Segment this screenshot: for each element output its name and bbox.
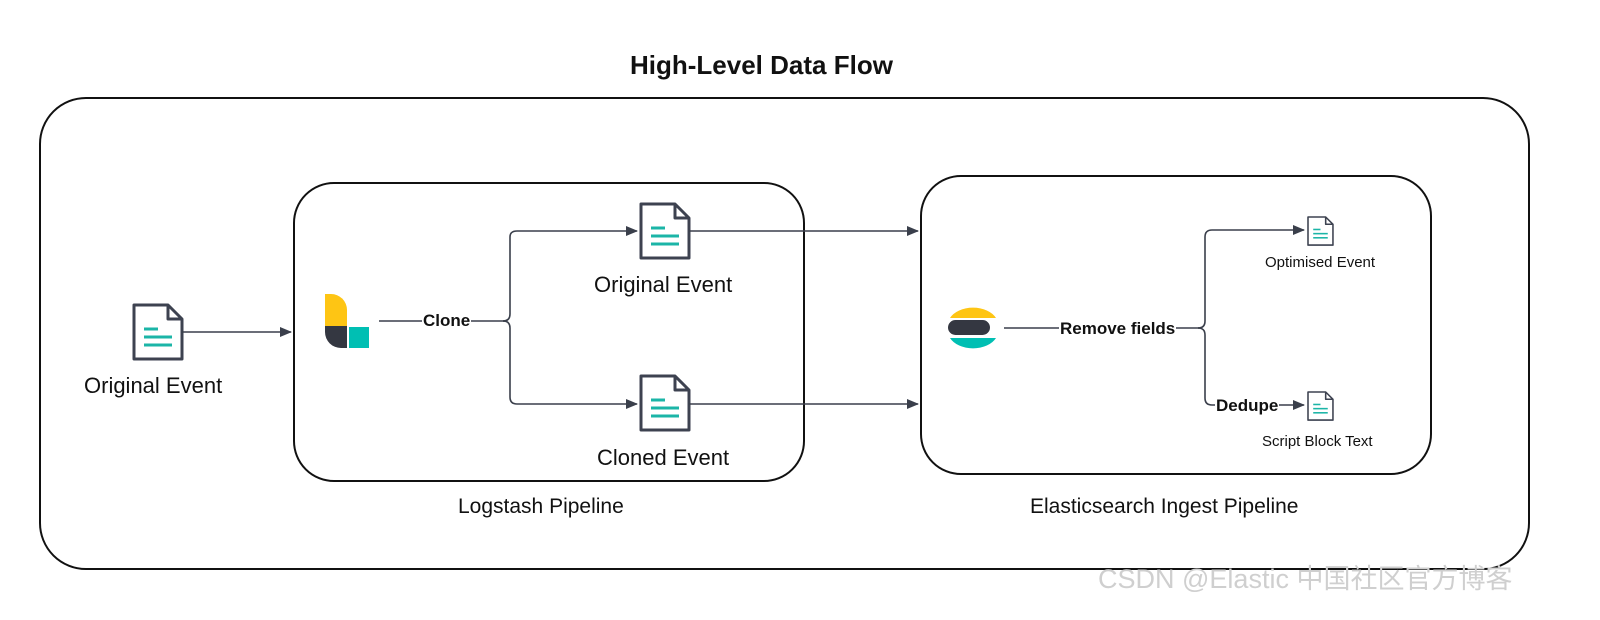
logstash-logo-icon (325, 294, 369, 348)
edge-clone-to-cloned (502, 320, 638, 409)
script-block-text-label: Script Block Text (1262, 433, 1373, 450)
edge-clone-to-original (502, 226, 638, 322)
edge-to-optimised (1197, 225, 1305, 329)
cloned-event-document-icon (639, 374, 691, 432)
dedupe-edge-label: Dedupe (1215, 396, 1280, 415)
diagram-title: High-Level Data Flow (630, 50, 893, 80)
logstash-pipeline-label: Logstash Pipeline (458, 495, 624, 518)
logstash-cloned-event-label: Cloned Event (597, 445, 730, 470)
watermark-text: CSDN @Elastic 中国社区官方博客 (1098, 564, 1513, 594)
optimised-event-document-icon (1307, 216, 1334, 246)
original-event-document-icon (639, 202, 691, 260)
script-block-document-icon (1307, 391, 1334, 421)
elasticsearch-pipeline-box (920, 175, 1432, 475)
optimised-event-label: Optimised Event (1265, 254, 1376, 271)
input-event-label: Original Event (84, 373, 223, 398)
input-document-icon (132, 303, 184, 361)
clone-edge-label: Clone (422, 311, 472, 330)
logstash-pipeline-box (293, 182, 805, 482)
remove-fields-edge-label: Remove fields (1059, 319, 1177, 338)
edge-to-script-block (1197, 327, 1305, 410)
logstash-original-event-label: Original Event (594, 272, 733, 297)
elasticsearch-pipeline-label: Elasticsearch Ingest Pipeline (1030, 495, 1299, 518)
outer-container (39, 97, 1530, 570)
elasticsearch-logo-icon (948, 307, 996, 349)
